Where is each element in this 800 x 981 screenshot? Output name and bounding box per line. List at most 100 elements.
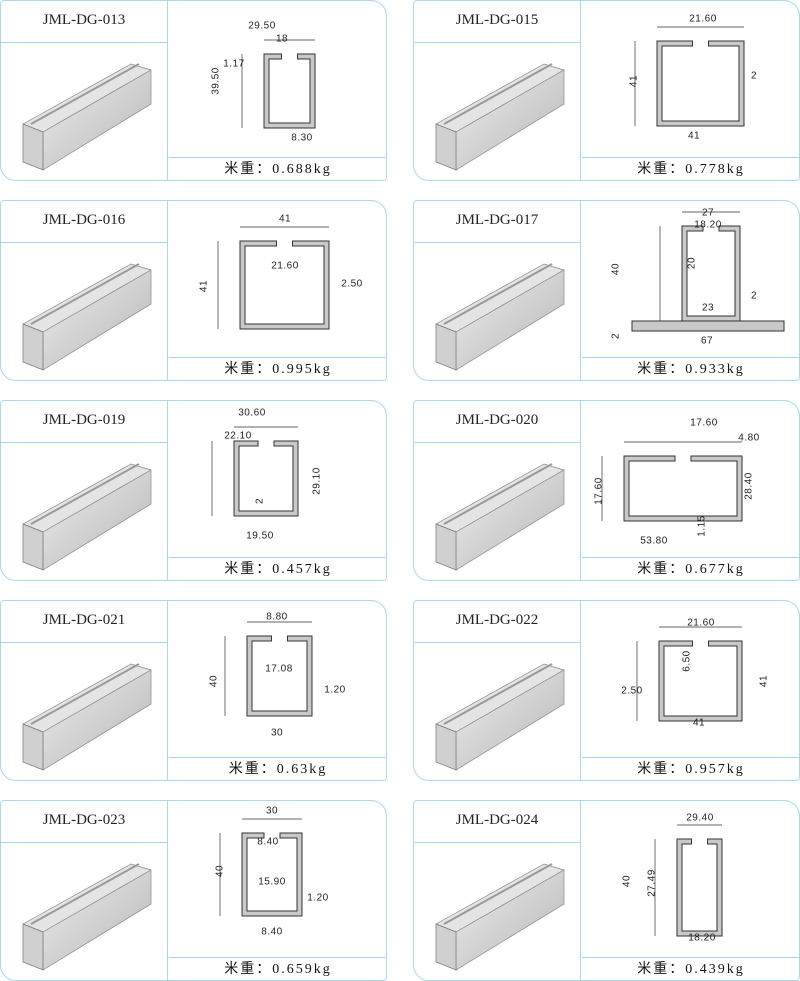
- weight-row: 米重：0.995kg: [169, 357, 386, 380]
- dimension-label: 18.20: [688, 932, 716, 944]
- product-render-image: [22, 663, 152, 771]
- dimension-label: 19.50: [246, 530, 274, 542]
- product-code: JML-DG-019: [1, 401, 167, 443]
- weight-label: 米重：: [224, 162, 273, 177]
- weight-value: 0.677kg: [685, 562, 745, 577]
- dimension-label: 21.60: [687, 617, 715, 629]
- weight-row: 米重：0.457kg: [169, 557, 386, 580]
- dimension-label: 27: [701, 207, 715, 219]
- product-render-image: [435, 663, 565, 771]
- dimension-label: 40: [621, 874, 633, 888]
- profile-drawing: 17.60 4.80 17.60 28.40 1.15 53.80: [582, 401, 799, 557]
- dimension-label: 23: [701, 302, 715, 314]
- product-info: JML-DG-019: [1, 401, 168, 580]
- product-info: JML-DG-020: [414, 401, 581, 580]
- weight-value: 0.659kg: [272, 962, 332, 977]
- dimension-label: 18: [275, 33, 289, 45]
- product-info: JML-DG-016: [1, 201, 168, 380]
- weight-label: 米重：: [637, 562, 686, 577]
- weight-value: 0.957kg: [685, 762, 745, 777]
- product-info: JML-DG-022: [414, 601, 581, 780]
- profile-section: [239, 240, 330, 330]
- dimension-label: 2.50: [341, 278, 363, 290]
- dimension-label: 8.30: [291, 132, 313, 144]
- dimension-label: 28.40: [743, 472, 755, 500]
- weight-label: 米重：: [637, 162, 686, 177]
- product-info: JML-DG-017: [414, 201, 581, 380]
- dimension-label: 4.80: [738, 432, 760, 444]
- dimension-label: 2: [750, 70, 758, 82]
- weight-row: 米重：0.439kg: [582, 957, 799, 980]
- product-info: JML-DG-021: [1, 601, 168, 780]
- dimension-label: 30.60: [238, 407, 266, 419]
- weight-label: 米重：: [228, 762, 277, 777]
- dimension-label: 2.50: [621, 685, 643, 697]
- product-info: JML-DG-023: [1, 801, 168, 980]
- dimension-label: 18.20: [694, 219, 722, 231]
- dimension-label: 41: [687, 130, 701, 142]
- dimension-label: 21.60: [689, 13, 717, 25]
- dimension-label: 17.60: [690, 417, 718, 429]
- weight-row: 米重：0.957kg: [582, 757, 799, 780]
- dimension-label: 39.50: [210, 67, 222, 95]
- product-code: JML-DG-016: [1, 201, 167, 243]
- product-code: JML-DG-022: [414, 601, 580, 643]
- weight-label: 米重：: [637, 362, 686, 377]
- weight-value: 0.439kg: [685, 962, 745, 977]
- dimension-label: 1.17: [223, 58, 245, 70]
- profile-section: [658, 640, 743, 722]
- profile-section: [241, 832, 303, 917]
- weight-value: 0.778kg: [685, 162, 745, 177]
- weight-row: 米重：0.659kg: [169, 957, 386, 980]
- weight-row: 米重：0.63kg: [169, 757, 386, 780]
- dimension-label: 40: [214, 864, 226, 878]
- dimension-label: 30: [270, 727, 284, 739]
- dimension-label: 1.15: [696, 515, 708, 537]
- product-render-image: [435, 463, 565, 571]
- product-info: JML-DG-013: [1, 1, 168, 180]
- weight-label: 米重：: [224, 962, 273, 977]
- dimension-label: 40: [208, 674, 220, 688]
- product-code: JML-DG-020: [414, 401, 580, 443]
- weight-row: 米重：0.688kg: [169, 157, 386, 180]
- profile-base: [631, 320, 785, 332]
- dimension-label: 41: [692, 717, 706, 729]
- dimension-label: 8.80: [266, 611, 288, 623]
- profile-drawing-panel: 8.80 17.08 40 1.20 30 米重：0.63kg: [169, 601, 386, 780]
- dimension-label: 17.08: [265, 663, 293, 675]
- weight-value: 0.995kg: [272, 362, 332, 377]
- dimension-label: 41: [198, 279, 210, 293]
- weight-label: 米重：: [637, 762, 686, 777]
- dimension-label: 2: [254, 497, 266, 505]
- profile-section: [233, 440, 299, 517]
- dimension-label: 1.20: [324, 684, 346, 696]
- weight-value: 0.688kg: [272, 162, 332, 177]
- dimension-label: 8.40: [261, 926, 283, 938]
- dimension-label: 2: [750, 290, 758, 302]
- dimension-label: 41: [278, 213, 292, 225]
- weight-row: 米重：0.778kg: [582, 157, 799, 180]
- dimension-label: 53.80: [640, 535, 668, 547]
- dimension-label: 17.60: [593, 477, 605, 505]
- dimension-label: 22.10: [224, 430, 252, 442]
- weight-row: 米重：0.677kg: [582, 557, 799, 580]
- weight-value: 0.457kg: [272, 562, 332, 577]
